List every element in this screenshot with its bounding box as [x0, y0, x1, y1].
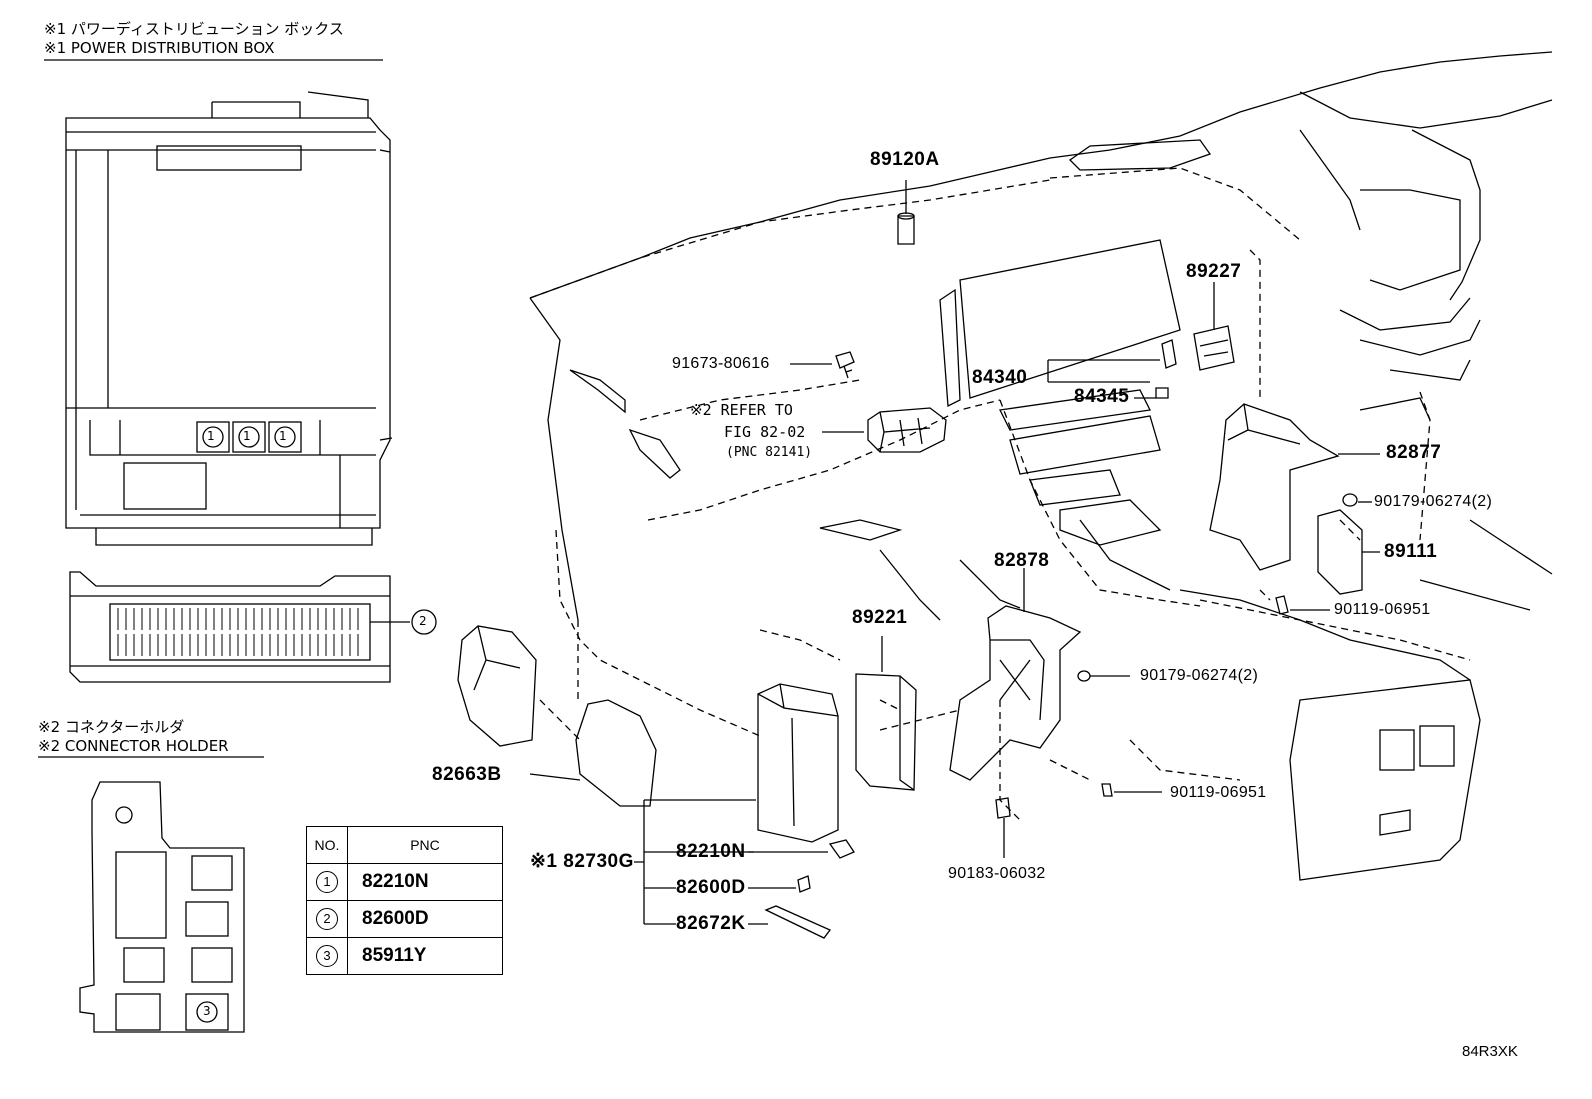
- connector-holder: [79, 781, 245, 1033]
- pdb-header-en: ※1 POWER DISTRIBUTION BOX: [44, 39, 275, 57]
- figure-code: 84R3XK: [1462, 1043, 1518, 1060]
- power-distribution-box-top: [65, 91, 393, 546]
- ch-header-en: ※2 CONNECTOR HOLDER: [38, 737, 229, 755]
- pnc-header-no: NO.: [306, 826, 348, 864]
- pnc-table-row: 1 82210N: [306, 863, 503, 901]
- label-refer-fig: FIG 82-02: [724, 423, 806, 441]
- pnc-table-row: 3 85911Y: [306, 937, 503, 975]
- label-82210N: 82210N: [676, 841, 746, 862]
- label-82877: 82877: [1386, 442, 1442, 463]
- ch-header-jp: ※2 コネクターホルダ: [38, 718, 185, 736]
- callout-1b: 1: [243, 429, 251, 443]
- part-89221-drawing: [855, 636, 917, 791]
- label-90183-06032: 90183-06032: [948, 865, 1046, 882]
- label-90119-06951-a: 90119-06951: [1334, 601, 1431, 618]
- part-91673-drawing: [790, 351, 855, 379]
- part-82210N-drawing: [748, 839, 855, 859]
- label-91673-80616: 91673-80616: [672, 355, 770, 372]
- label-89111: 89111: [1384, 541, 1438, 562]
- callout-2: 2: [419, 614, 427, 628]
- pdb-header-jp: ※1 パワーディストリビューション ボックス: [44, 20, 344, 38]
- part-82672K-drawing: [748, 905, 832, 939]
- label-84345: 84345: [1074, 386, 1130, 407]
- label-89227: 89227: [1186, 261, 1242, 282]
- pnc-row-value: 85911Y: [347, 937, 503, 975]
- label-90179-06274-a: 90179-06274(2): [1374, 493, 1493, 510]
- label-82878: 82878: [994, 550, 1050, 571]
- label-84340: 84340: [972, 367, 1028, 388]
- pnc-table: NO. PNC 1 82210N 2 82600D 3 85911Y: [306, 826, 503, 975]
- part-89111-drawing: [1275, 509, 1380, 615]
- label-90119-06951-b: 90119-06951: [1170, 784, 1267, 801]
- part-89120A-drawing: [897, 180, 915, 245]
- label-89120A: 89120A: [870, 149, 940, 170]
- pnc-row-no: 2: [316, 908, 338, 930]
- pnc-header-pnc: PNC: [347, 826, 503, 864]
- pnc-row-value: 82210N: [347, 863, 503, 901]
- dashed-guide-lines: [529, 167, 1471, 821]
- part-82600D-drawing: [748, 875, 811, 893]
- connector-holder-module-drawing: [822, 407, 947, 453]
- label-82672K: 82672K: [676, 913, 746, 934]
- part-82730G-drawing: [634, 683, 839, 925]
- label-82663B: 82663B: [432, 764, 502, 785]
- part-89227-drawing: [1193, 282, 1235, 371]
- pnc-row-value: 82600D: [347, 900, 503, 938]
- pnc-row-no: 1: [316, 871, 338, 893]
- label-refer-to: ※2 REFER TO: [690, 401, 793, 419]
- label-refer-pnc: (PNC 82141): [726, 445, 813, 460]
- pnc-table-row: 2 82600D: [306, 900, 503, 938]
- callout-3: 3: [203, 1004, 211, 1018]
- power-distribution-box-side: [69, 571, 437, 683]
- callout-1a: 1: [207, 429, 215, 443]
- part-84340-drawing: [1047, 339, 1177, 399]
- part-82878-drawing: [949, 568, 1162, 858]
- part-82663B-drawing: [457, 625, 657, 807]
- label-82600D: 82600D: [676, 877, 746, 898]
- label-82730G: ※1 82730G: [530, 851, 634, 872]
- part-82877-drawing: [1209, 403, 1380, 571]
- callout-1c: 1: [279, 429, 287, 443]
- label-89221: 89221: [852, 607, 908, 628]
- label-90179-06274-b: 90179-06274(2): [1140, 667, 1259, 684]
- pnc-table-header: NO. PNC: [306, 826, 503, 864]
- dashboard-outline: [529, 51, 1553, 881]
- pnc-row-no: 3: [316, 945, 338, 967]
